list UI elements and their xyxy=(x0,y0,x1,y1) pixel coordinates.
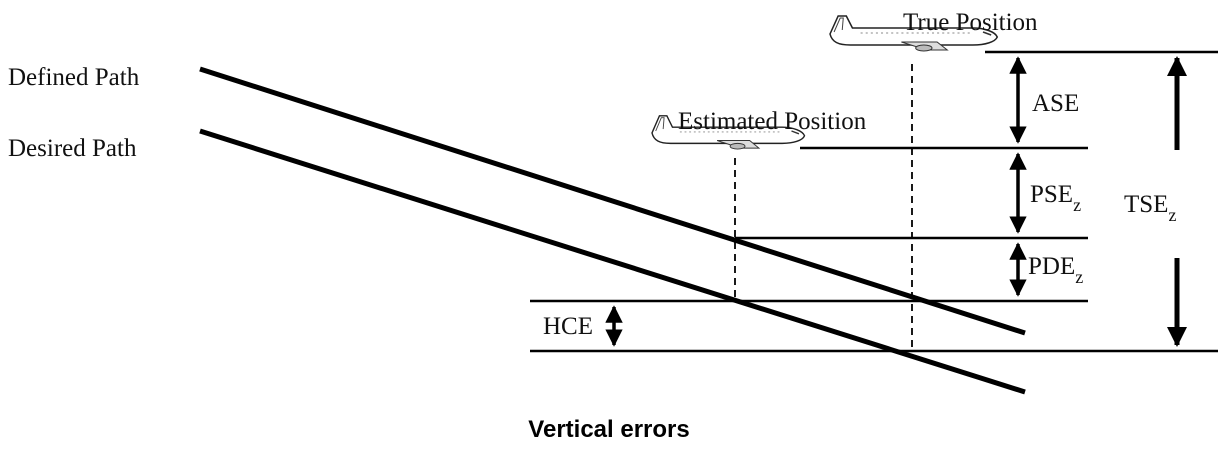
true-position-label: True Position xyxy=(903,9,1038,36)
hce-label: HCE xyxy=(543,313,593,340)
defined-path-line xyxy=(199,66,1026,336)
desired-path-line xyxy=(199,128,1026,395)
defined-path-label: Defined Path xyxy=(8,64,140,91)
pse-label: PSEz xyxy=(1030,181,1081,215)
estimated-position-label: Estimated Position xyxy=(678,108,867,135)
ase-label: ASE xyxy=(1032,90,1079,117)
pde-label: PDEz xyxy=(1028,253,1083,287)
desired-path-label: Desired Path xyxy=(8,135,137,162)
tse-label: TSEz xyxy=(1124,191,1176,225)
figure-caption: Vertical errors xyxy=(528,416,690,443)
